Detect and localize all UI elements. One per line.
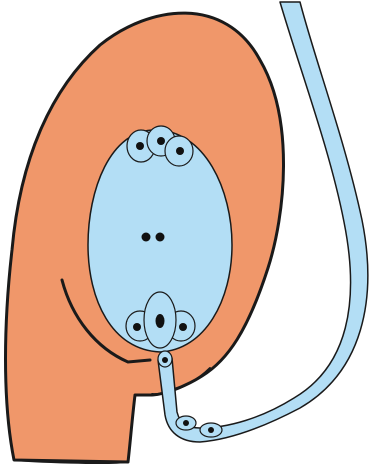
antipodal-nucleus	[176, 147, 184, 155]
polar-nucleus	[156, 233, 165, 242]
synergid-nucleus	[133, 323, 141, 331]
sperm-nucleus	[183, 420, 189, 426]
antipodal-nucleus	[157, 137, 165, 145]
polar-nucleus	[142, 233, 151, 242]
tube-nucleus	[162, 357, 168, 363]
sperm-nucleus	[208, 427, 214, 433]
egg-nucleus	[156, 314, 165, 328]
antipodal-nucleus	[136, 142, 144, 150]
synergid-nucleus	[179, 323, 187, 331]
